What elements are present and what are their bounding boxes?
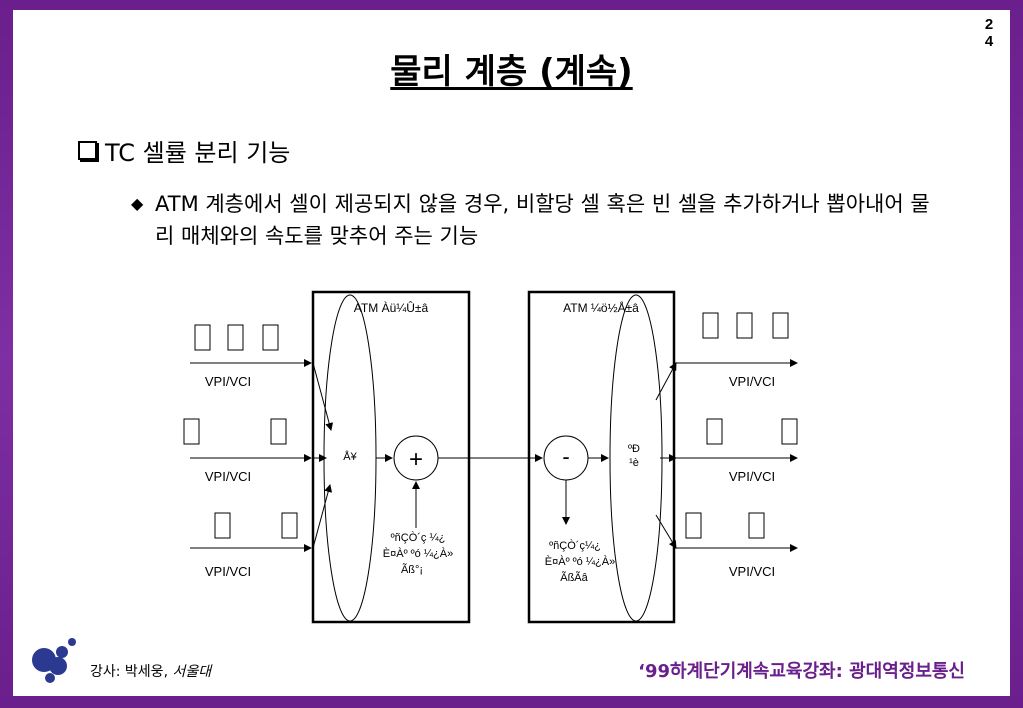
insert-note-line3: Ãß°¡ <box>401 563 423 576</box>
vpi-vci-label: VPI/VCI <box>205 374 251 389</box>
bullet-level-1: TC 셀률 분리 기능 <box>78 133 290 168</box>
queue-label: Å¥ <box>343 450 357 463</box>
input-to-queue-arrow-1 <box>312 362 334 431</box>
cell-icon <box>270 418 287 445</box>
bullet-level-2-text: ATM 계층에서 셀이 제공되지 않을 경우, 비할당 셀 혹은 빈 셀을 추가… <box>155 192 930 248</box>
extract-note-line3: ÃßÃâ <box>560 571 588 584</box>
vpi-vci-label: VPI/VCI <box>729 564 775 579</box>
atm-transmitter-title: ATM Àü¼Û±â <box>354 300 429 315</box>
bullet-level-1-text: TC 셀률 분리 기능 <box>105 139 291 167</box>
lecturer-name: 강사: 박세웅, <box>90 664 173 680</box>
checkbox-bullet-icon <box>78 141 97 160</box>
insert-note-line2: È¤Àº ºó ¼¿À» <box>383 547 453 560</box>
cell-icon <box>781 418 798 445</box>
output-cells <box>685 312 798 539</box>
cell-icon <box>227 324 244 351</box>
cell-icon <box>685 512 702 539</box>
cell-icon <box>183 418 200 445</box>
cell-icon <box>772 312 789 339</box>
course-title: ‘99하계단기계속교육강좌: 광대역정보통신 <box>638 661 965 682</box>
vpi-vci-label: VPI/VCI <box>205 564 251 579</box>
cell-icon <box>281 512 298 539</box>
page-number: 2 4 <box>982 16 996 50</box>
distributor-label-2: ¹è <box>629 457 639 469</box>
distributor-to-output-arrow-1 <box>655 362 677 401</box>
slide-canvas: 2 4 <box>13 10 1010 696</box>
cell-icon <box>706 418 723 445</box>
cell-icon <box>748 512 765 539</box>
cell-icon <box>702 312 719 339</box>
distributor-label-1: ºÐ <box>628 443 640 455</box>
lecturer-credit: 강사: 박세웅, 서울대 <box>90 661 211 681</box>
slide-title: 물리 계층 (계속) <box>390 52 633 92</box>
cell-icon <box>262 324 279 351</box>
bullet-level-2: ◆ ATM 계층에서 셀이 제공되지 않을 경우, 비할당 셀 혹은 빈 셀을 … <box>131 188 938 252</box>
page-number-digit-2: 4 <box>984 33 994 50</box>
minus-symbol: - <box>562 444 569 469</box>
page-number-digit-1: 2 <box>984 16 994 33</box>
vpi-vci-label: VPI/VCI <box>729 469 775 484</box>
cell-icon <box>194 324 211 351</box>
distributor-to-output-arrow-3 <box>655 514 677 549</box>
logo-icon <box>32 638 76 683</box>
atm-transmitter-box <box>311 290 471 624</box>
vpi-vci-label: VPI/VCI <box>205 469 251 484</box>
cell-icon <box>214 512 231 539</box>
insert-note-line1: ºñÇÒ´ç ¼¿ <box>391 531 446 544</box>
diamond-bullet-icon: ◆ <box>131 194 144 213</box>
plus-symbol: + <box>409 446 423 473</box>
extract-note-line2: È¤Àº ºó ¼¿À» <box>545 555 615 568</box>
atm-receiver-title: ATM ¼ö½Å±â <box>563 300 639 315</box>
cell-icon <box>736 312 753 339</box>
lecturer-affiliation: 서울대 <box>172 664 212 680</box>
input-to-queue-arrow-3 <box>312 484 333 549</box>
input-cells <box>183 324 298 539</box>
extract-note-line1: ºñÇÒ´ç¼¿ <box>549 539 601 552</box>
vpi-vci-label: VPI/VCI <box>729 374 775 389</box>
